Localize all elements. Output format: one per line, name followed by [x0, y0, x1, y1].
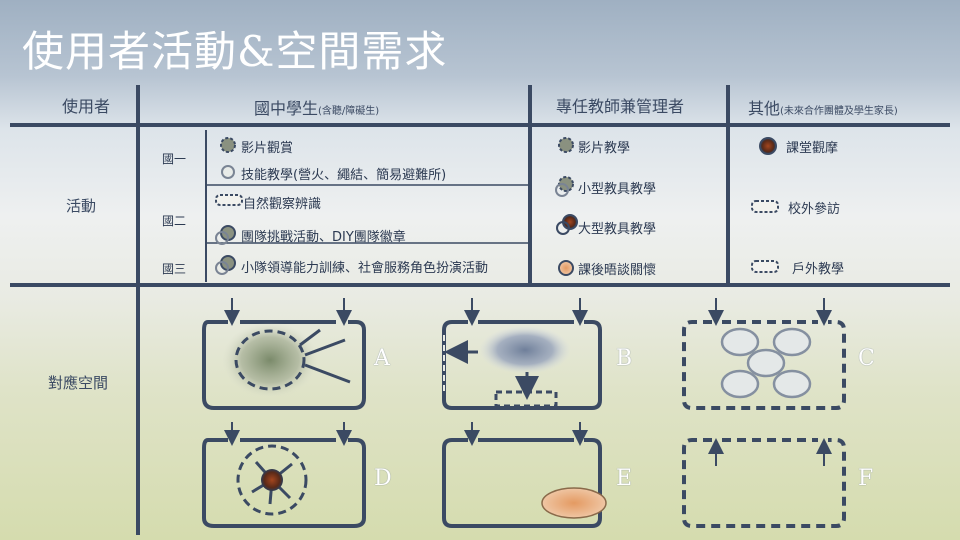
other-activity-2: 校外參訪	[788, 202, 841, 217]
space-label-a: A	[374, 346, 390, 371]
student-activity-g3a: 小隊領導能力訓練、社會服務角色扮演活動	[241, 261, 489, 276]
space-f-diagram	[682, 438, 846, 528]
teacher-activity-4: 課後晤談關懷	[578, 263, 657, 278]
header-student-note: (含聽/障礙生)	[318, 106, 380, 117]
row-label-grade2: 國二	[162, 214, 187, 228]
other-activity-1: 課堂觀摩	[786, 141, 839, 156]
header-other-note: (未來合作團體及學生家長)	[780, 106, 898, 117]
student-activity-g1a: 影片觀賞	[241, 141, 294, 156]
row-dividers	[206, 184, 530, 244]
space-b-diagram	[442, 298, 602, 410]
page-title: 使用者活動&空間需求	[22, 27, 448, 76]
header-users: 使用者	[62, 97, 111, 116]
space-label-e: E	[616, 466, 633, 491]
row-label-grade3: 國三	[162, 262, 187, 276]
space-label-b: B	[616, 346, 633, 371]
row-label-grade1: 國一	[162, 152, 187, 166]
space-c-diagram	[682, 298, 846, 410]
space-label-f: F	[858, 466, 874, 491]
student-activity-g2a: 自然觀察辨識	[243, 197, 322, 212]
header-other-label: 其他	[748, 99, 781, 118]
space-label-c: C	[858, 346, 875, 371]
other-activity-3: 戶外教學	[792, 262, 845, 277]
teacher-activity-3: 大型教具教學	[578, 222, 657, 237]
teacher-activity-2: 小型教具教學	[578, 182, 657, 197]
row-label-activity: 活動	[66, 197, 97, 215]
space-d-diagram	[202, 422, 366, 528]
space-label-d: D	[374, 466, 392, 491]
header-other: 其他(未來合作團體及學生家長)	[748, 95, 898, 119]
teacher-activity-1: 影片教學	[578, 141, 631, 156]
space-a-diagram	[202, 298, 366, 410]
header-student-label: 國中學生	[254, 99, 319, 118]
space-e-diagram	[442, 422, 607, 528]
student-activity-g2b: 團隊挑戰活動、DIY團隊徽章	[241, 230, 406, 245]
row-label-space: 對應空間	[48, 374, 109, 392]
student-activity-g1b: 技能教學(營火、繩結、簡易避難所)	[241, 168, 447, 183]
table-grid	[10, 85, 950, 535]
activity-markers	[215, 137, 779, 276]
header-student: 國中學生(含聽/障礙生)	[254, 95, 379, 119]
header-teacher: 專任教師兼管理者	[556, 97, 685, 116]
